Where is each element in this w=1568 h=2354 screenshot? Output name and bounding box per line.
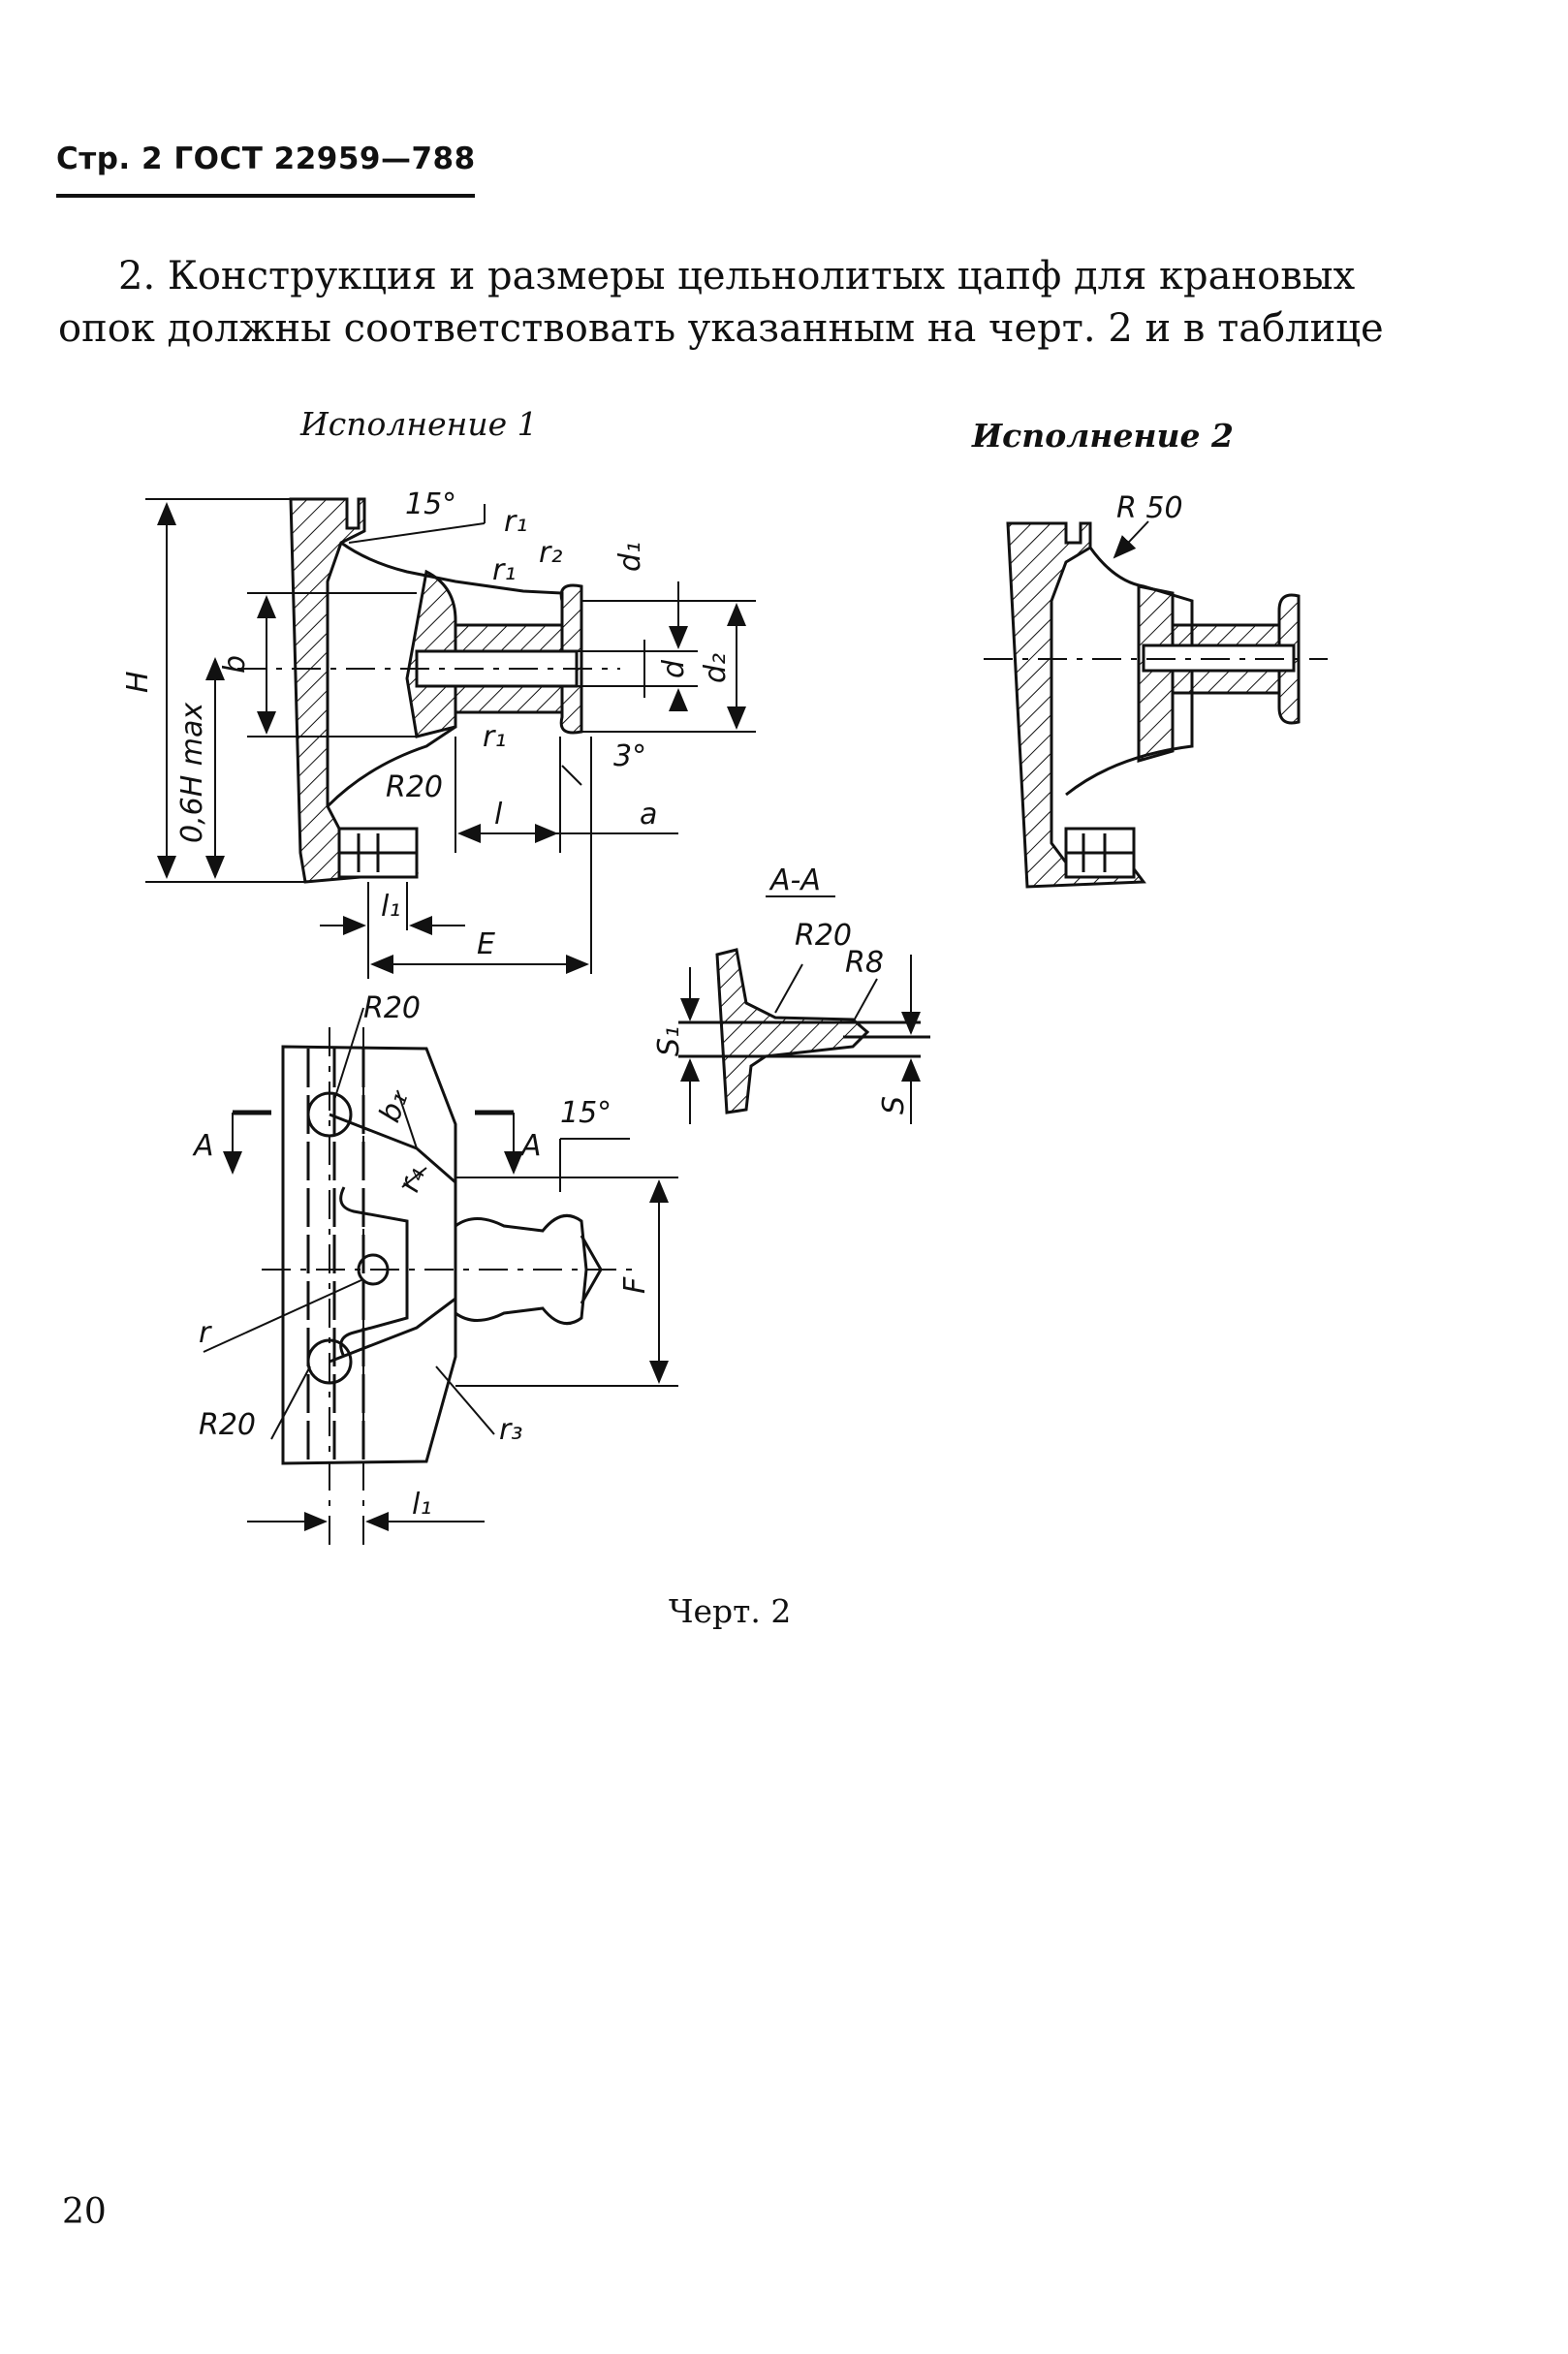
label-d: d — [657, 659, 691, 678]
page-header: Стр. 2 ГОСТ 22959—788 — [56, 141, 476, 176]
variant-2-view — [1006, 521, 1301, 889]
label-R20-plan-top: R20 — [363, 991, 421, 1025]
label-F: F — [618, 1276, 652, 1294]
paragraph-line-1: 2. Конструкция и размеры цельнолитых цап… — [118, 254, 1356, 298]
section-aa-label: А-А — [768, 863, 821, 897]
label-angle-15: 15° — [405, 487, 456, 521]
label-r1-bottom: r₁ — [483, 720, 506, 754]
variant-1-dimensions — [145, 498, 756, 979]
variant-1-caption: Исполнение 1 — [300, 405, 538, 443]
label-d2: d₂ — [699, 653, 733, 683]
label-r: r — [199, 1316, 212, 1350]
label-a: a — [640, 798, 657, 832]
label-R20-v1: R20 — [386, 770, 443, 804]
plan-view-dimensions — [203, 1007, 678, 1531]
label-r3: r₃ — [499, 1413, 522, 1447]
plan-view-centerlines — [262, 1027, 640, 1551]
variant-1-view — [289, 497, 583, 884]
label-R50: R 50 — [1116, 491, 1183, 525]
variant-2-caption: Исполнение 2 — [972, 417, 1234, 455]
label-l: l — [494, 798, 503, 832]
label-S1: S₁ — [652, 1026, 686, 1056]
label-06H-max: 0,6H max — [175, 703, 209, 843]
label-E: E — [477, 927, 495, 961]
label-R8: R8 — [845, 946, 884, 980]
label-A-right: A — [519, 1129, 542, 1163]
label-angle-3: 3° — [613, 739, 646, 773]
label-r2: r₂ — [539, 536, 562, 570]
label-r1-top: r₁ — [504, 505, 527, 539]
label-R20-section: R20 — [795, 919, 852, 953]
label-S: S — [877, 1096, 911, 1114]
label-A-left: A — [192, 1129, 214, 1163]
variant-1-labels: 15° H b 0,6H max r₁ r₁ r₂ d₁ d d₂ r₁ 3° … — [121, 487, 733, 961]
label-b: b — [218, 655, 252, 674]
label-l1-v1: l₁ — [381, 890, 400, 924]
figure-caption: Черт. 2 — [669, 1592, 792, 1630]
label-r1-mid: r₁ — [492, 553, 516, 587]
label-R20-plan-bottom: R20 — [199, 1408, 256, 1442]
label-b1: b₁ — [373, 1087, 416, 1127]
label-angle-15-plan: 15° — [560, 1096, 612, 1130]
header-rule — [56, 194, 475, 198]
label-l1-plan: l₁ — [412, 1488, 431, 1522]
body-paragraph: 2. Конструкция и размеры цельнолитых цап… — [58, 250, 1415, 355]
label-H: H — [121, 671, 155, 693]
plan-view — [281, 1045, 603, 1465]
label-d1: d₁ — [613, 542, 647, 572]
section-aa-view — [678, 948, 930, 1114]
paragraph-line-2: опок должны соответствовать указанным на… — [58, 306, 1384, 351]
page-number: 20 — [62, 2192, 107, 2232]
